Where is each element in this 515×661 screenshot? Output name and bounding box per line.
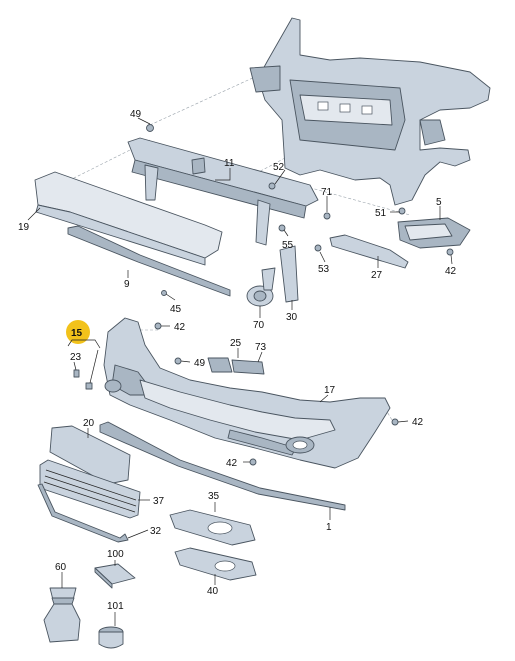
label-1: 1	[326, 522, 332, 533]
label-101: 101	[107, 601, 124, 612]
label-55: 55	[282, 240, 294, 251]
label-42a: 42	[445, 266, 457, 277]
label-5: 5	[436, 197, 442, 208]
part-25-trim[interactable]	[207, 357, 233, 373]
label-100: 100	[107, 549, 124, 560]
clip-23	[73, 369, 80, 378]
screw-51	[398, 207, 406, 215]
part-19-energy-absorber[interactable]	[34, 171, 223, 266]
screw-55	[278, 224, 286, 232]
label-35: 35	[208, 491, 220, 502]
label-9: 9	[124, 279, 130, 290]
clip-45	[161, 290, 167, 296]
label-25: 25	[230, 338, 242, 349]
screw-49	[146, 124, 154, 132]
part-1-moulding[interactable]	[99, 421, 346, 511]
label-52: 52	[273, 162, 285, 173]
fasteners[interactable]	[73, 124, 454, 466]
part-73-trim[interactable]	[231, 359, 265, 375]
screw-71	[323, 212, 331, 220]
label-73: 73	[255, 342, 267, 353]
highlight-circle-15	[66, 320, 90, 344]
part-30-bracket[interactable]	[279, 245, 299, 303]
part-40-fog-grille[interactable]	[174, 547, 257, 581]
label-71: 71	[321, 187, 333, 198]
label-51: 51	[375, 208, 387, 219]
screw-42b	[154, 322, 162, 330]
screw-53	[314, 244, 322, 252]
part-5-side-bracket[interactable]	[397, 217, 471, 249]
label-32: 32	[150, 526, 162, 537]
label-17: 17	[324, 385, 336, 396]
label-53: 53	[318, 264, 330, 275]
clip-23b	[85, 382, 93, 390]
label-30: 30	[286, 312, 298, 323]
part-27-bracket[interactable]	[329, 234, 409, 269]
label-60: 60	[55, 562, 67, 573]
part-32-trim[interactable]	[37, 483, 129, 543]
part-100-pad[interactable]	[94, 563, 136, 589]
label-42d: 42	[226, 458, 238, 469]
label-70: 70	[253, 320, 265, 331]
label-40: 40	[207, 586, 219, 597]
screw-42d	[249, 458, 257, 466]
part-20-plate[interactable]	[49, 425, 131, 485]
part-5-lock-carrier[interactable]	[249, 17, 491, 206]
part-101-cap[interactable]	[98, 626, 124, 649]
leader-lines	[27, 117, 453, 626]
screw-49b	[174, 357, 182, 365]
label-15: 15	[71, 328, 83, 339]
label-20: 20	[83, 418, 95, 429]
label-42c: 42	[412, 417, 424, 428]
part-17-bumper-cover[interactable]	[103, 317, 391, 469]
label-49a: 49	[130, 109, 142, 120]
label-19: 19	[18, 222, 30, 233]
label-42b: 42	[174, 322, 186, 333]
screw-52	[268, 182, 276, 190]
label-23: 23	[70, 352, 82, 363]
part-60-bag[interactable]	[43, 587, 81, 643]
label-49b: 49	[194, 358, 206, 369]
part-9-strip[interactable]	[67, 225, 231, 297]
part-35-fog-grille[interactable]	[169, 509, 256, 546]
label-37: 37	[153, 496, 165, 507]
screw-42c	[391, 418, 399, 426]
label-45: 45	[170, 304, 182, 315]
label-11: 11	[224, 158, 235, 169]
screw-42a	[446, 248, 454, 256]
part-70-horn[interactable]	[246, 267, 276, 307]
label-27: 27	[371, 270, 383, 281]
callout-labels: 49 11 52 71 51 5 55 53 27 42 19 9 45 30 …	[18, 109, 457, 612]
